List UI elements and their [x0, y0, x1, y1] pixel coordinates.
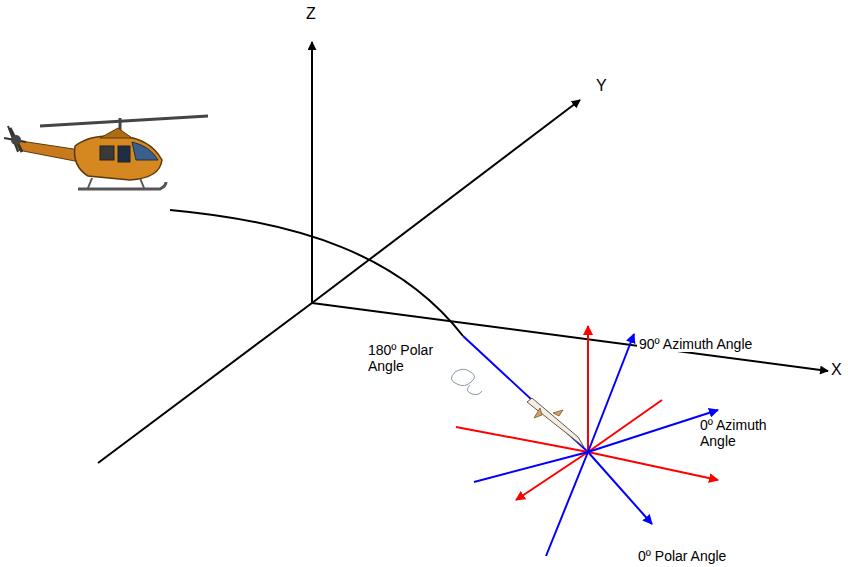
- projectile-fins: [534, 408, 563, 418]
- smoke: [451, 369, 474, 385]
- windscreen: [132, 142, 158, 160]
- axis-label: Y: [596, 78, 616, 94]
- blue-vectors: [474, 334, 718, 556]
- trajectory-direction: [463, 336, 588, 452]
- y-axis: [312, 100, 580, 303]
- cabin: [75, 136, 162, 180]
- tail-boom: [14, 140, 80, 162]
- smoke: [467, 385, 482, 395]
- window: [100, 146, 114, 160]
- skid: [78, 182, 166, 189]
- axis-label: X: [831, 362, 845, 378]
- door: [118, 146, 130, 162]
- negative-axis: [98, 303, 312, 463]
- trajectory-curve: [170, 210, 463, 336]
- helicopter: [4, 116, 208, 189]
- axes: [98, 42, 828, 463]
- projectile: [451, 369, 584, 447]
- angle-label: 180º Polar Angle: [368, 342, 450, 374]
- main-rotor: [40, 116, 208, 126]
- projectile-body: [527, 398, 584, 447]
- axis-label: Z: [306, 6, 326, 22]
- z-axis: [311, 42, 313, 303]
- angle-label: 0º Azimuth Angle: [700, 417, 786, 449]
- angle-label: 90º Azimuth Angle: [637, 336, 811, 352]
- angle-label: 0º Polar Angle: [638, 548, 758, 564]
- red-vectors: [456, 326, 718, 500]
